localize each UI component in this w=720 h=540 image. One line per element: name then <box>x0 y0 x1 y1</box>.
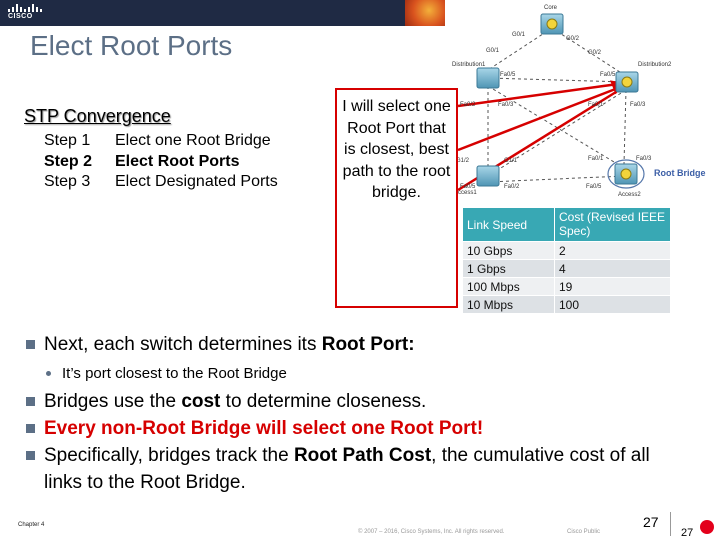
bullet-emphasis: Root Port: <box>321 334 415 355</box>
table-header-row: Link Speed Cost (Revised IEEE Spec) <box>462 207 671 242</box>
round-bullet-icon <box>46 371 51 376</box>
bullet-highlight: Every non-Root Bridge will select one Ro… <box>44 418 484 439</box>
step-list: Step 1 Elect one Root Bridge Step 2 Elec… <box>44 131 278 193</box>
port-label: Fa0/2 <box>460 102 476 108</box>
port-label: Fa0/5 <box>460 184 476 190</box>
square-bullet-icon <box>26 340 35 349</box>
table-row: 10 Mbps 100 <box>462 295 671 314</box>
cisco-bars-icon <box>8 4 42 12</box>
callout-box: I will select one Root Port that is clos… <box>335 88 458 308</box>
bullet-non-root: Every non-Root Bridge will select one Ro… <box>26 415 686 442</box>
bullet-text: , the cumulative cost of all links to th… <box>44 445 650 493</box>
cisco-logo: CISCO <box>8 4 42 22</box>
step-text: Elect Designated Ports <box>115 173 278 190</box>
cell-cost: 19 <box>554 277 671 296</box>
port-label: Fa0/1 <box>588 102 604 108</box>
bullet-emphasis: Root Path Cost <box>293 445 432 466</box>
cell-cost: 100 <box>554 295 671 314</box>
port-label: G0/1 <box>486 48 500 54</box>
footer-chapter: Chapter 4 <box>18 522 45 528</box>
step-3: Step 3 Elect Designated Ports <box>44 172 278 193</box>
sub-bullet-text: It’s port closest to the Root Bridge <box>62 365 287 382</box>
cell-cost: 4 <box>554 259 671 278</box>
switch-access2 <box>607 159 645 189</box>
cell-speed: 10 Mbps <box>462 295 555 314</box>
page-number-small: 27 <box>681 527 694 539</box>
switch-distribution1 <box>476 67 500 89</box>
header-link-speed: Link Speed <box>462 207 555 242</box>
sub-bullet-closest: It’s port closest to the Root Bridge <box>26 364 686 384</box>
stp-heading: STP Convergence <box>24 106 171 126</box>
port-label: G0/1 <box>512 32 526 38</box>
footer-copyright: © 2007 – 2016, Cisco Systems, Inc. All r… <box>358 529 505 535</box>
step-2: Step 2 Elect Root Ports <box>44 152 278 173</box>
header-accent-image <box>405 0 445 26</box>
bullet-text: Bridges use the <box>44 391 182 412</box>
footer-divider <box>670 512 671 536</box>
step-text: Elect Root Ports <box>115 152 240 170</box>
table-row: 10 Gbps 2 <box>462 241 671 260</box>
table-row: 1 Gbps 4 <box>462 259 671 278</box>
label-distribution2: Distribution2 <box>638 62 672 68</box>
cell-speed: 10 Gbps <box>462 241 555 260</box>
bullet-root-port: Next, each switch determines its Root Po… <box>26 331 686 358</box>
root-bridge-label: Root Bridge <box>654 168 706 178</box>
bullet-cost: Bridges use the cost to determine closen… <box>26 388 686 415</box>
square-bullet-icon <box>26 397 35 406</box>
callout-text: I will select one Root Port that is clos… <box>342 98 451 201</box>
bullet-root-path-cost: Specifically, bridges track the Root Pat… <box>26 442 686 496</box>
bullet-emphasis: cost <box>181 391 221 412</box>
port-cost-table: Link Speed Cost (Revised IEEE Spec) 10 G… <box>462 207 671 314</box>
bullet-list: Next, each switch determines its Root Po… <box>26 331 686 496</box>
label-access1: Access1 <box>454 190 477 196</box>
label-distribution1: Distribution1 <box>452 62 486 68</box>
port-label: Fa0/3 <box>498 102 514 108</box>
port-label: Fa0/3 <box>636 156 652 162</box>
bullet-text: Next, each switch determines its <box>44 334 322 355</box>
step-number: Step 2 <box>44 152 93 170</box>
header-cost: Cost (Revised IEEE Spec) <box>554 207 671 242</box>
port-label: Fa0/3 <box>630 102 646 108</box>
switch-distribution2 <box>615 71 639 93</box>
table-row: 100 Mbps 19 <box>462 277 671 296</box>
port-label: G0/2 <box>588 50 602 56</box>
label-access2: Access2 <box>618 192 641 198</box>
corner-dot-icon <box>700 520 714 534</box>
page-number: 27 <box>643 514 659 530</box>
port-label: Fa0/5 <box>500 72 516 78</box>
footer-public: Cisco Public <box>567 529 601 535</box>
bullet-text: Specifically, bridges track the <box>44 445 294 466</box>
step-text: Elect one Root Bridge <box>115 132 271 149</box>
port-label: Fa0/5 <box>586 184 602 190</box>
bullet-text: to determine closeness. <box>220 391 427 412</box>
label-core: Core <box>544 5 558 11</box>
slide-title: Elect Root Ports <box>30 30 233 61</box>
cell-speed: 100 Mbps <box>462 277 555 296</box>
square-bullet-icon <box>26 424 35 433</box>
cell-cost: 2 <box>554 241 671 260</box>
step-number: Step 3 <box>44 173 91 190</box>
port-label: G0/2 <box>566 36 580 42</box>
logo-text: CISCO <box>8 13 33 20</box>
cell-speed: 1 Gbps <box>462 259 555 278</box>
switch-access1 <box>476 165 500 187</box>
port-label: Fa0/5 <box>600 72 616 78</box>
port-label: G1/1 <box>504 158 518 164</box>
step-1: Step 1 Elect one Root Bridge <box>44 131 278 152</box>
header-bar: CISCO <box>0 0 445 26</box>
topology-diagram: Core Distribution1 Distribution2 Access1… <box>452 5 706 198</box>
switch-core <box>540 13 564 35</box>
square-bullet-icon <box>26 451 35 460</box>
port-label: G1/2 <box>456 158 470 164</box>
port-label: Fa0/2 <box>504 184 520 190</box>
step-number: Step 1 <box>44 132 91 149</box>
port-label: Fa0/1 <box>588 156 604 162</box>
